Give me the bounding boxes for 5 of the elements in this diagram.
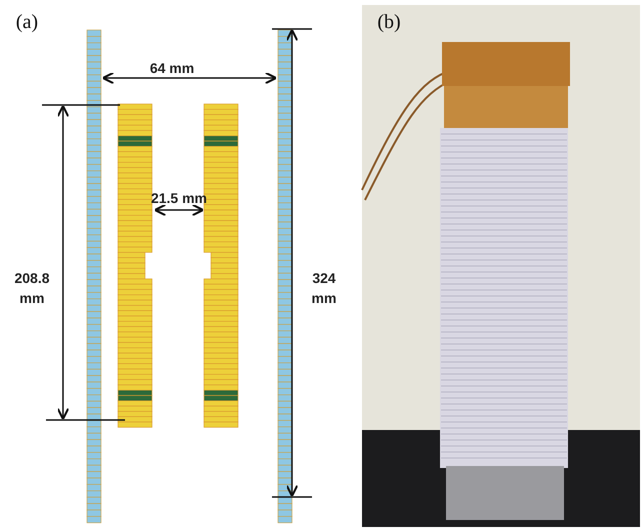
dimension-label: 64 mm bbox=[148, 59, 196, 78]
panel-label: (b) bbox=[376, 12, 402, 32]
dimension-label: 208.8 mm bbox=[13, 269, 51, 308]
dimension-label: 324 mm bbox=[310, 269, 338, 308]
panel-label: (a) bbox=[14, 12, 40, 32]
